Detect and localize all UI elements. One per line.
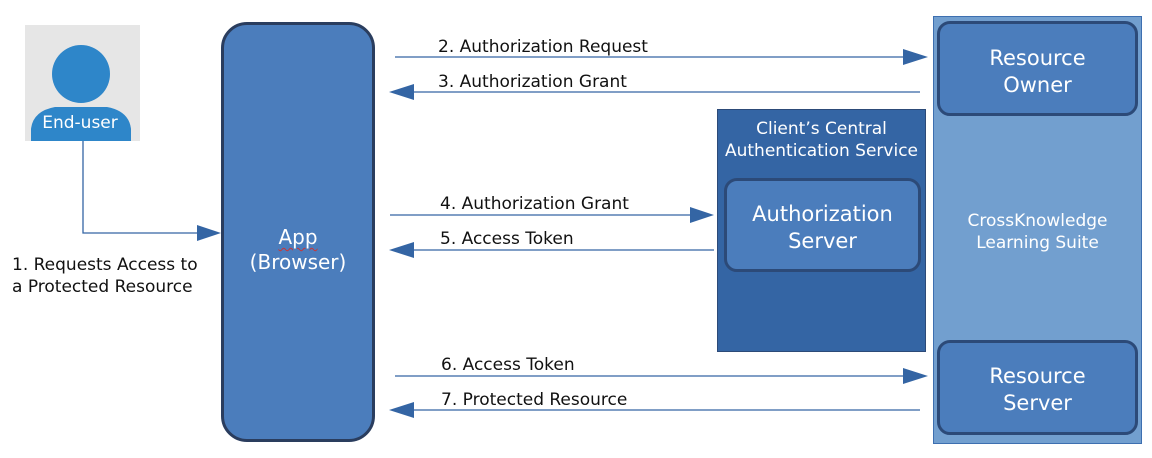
step-1-line2: a Protected Resource [12, 277, 193, 297]
step-2-label: 2. Authorization Request [438, 37, 648, 57]
end-user-actor: End-user [25, 25, 140, 141]
step-1-line1: 1. Requests Access to [12, 255, 198, 275]
resource-owner-line1: Resource [989, 46, 1086, 70]
user-icon [31, 45, 131, 141]
resource-owner-box: Resource Owner [937, 21, 1138, 116]
suite-title-line1: CrossKnowledge [967, 211, 1108, 231]
arrow-step-1 [82, 141, 199, 234]
arrowhead-step-7 [389, 402, 414, 418]
step-5-label: 5. Access Token [440, 229, 574, 249]
arrowhead-step-1 [197, 225, 221, 241]
resource-server-box: Resource Server [937, 340, 1138, 435]
app-subtitle: (Browser) [249, 250, 347, 274]
suite-title-line2: Learning Suite [976, 233, 1099, 253]
app-browser-box: App (Browser) [221, 22, 375, 442]
arrowhead-step-2 [903, 49, 928, 65]
resource-server-line1: Resource [989, 364, 1086, 388]
resource-server-line2: Server [1003, 391, 1072, 415]
authorization-server-line2: Server [788, 229, 857, 253]
resource-owner-line2: Owner [1003, 73, 1072, 97]
step-3-label: 3. Authorization Grant [438, 72, 627, 92]
arrowhead-step-5 [389, 242, 414, 258]
app-title: App [278, 225, 318, 249]
step-4-label: 4. Authorization Grant [440, 194, 629, 214]
central-auth-line1: Client’s Central [756, 119, 887, 139]
step-1-label: 1. Requests Access to a Protected Resour… [12, 254, 198, 298]
arrowhead-step-4 [690, 207, 714, 223]
arrowhead-step-6 [903, 368, 928, 384]
end-user-label: End-user [42, 113, 118, 133]
authorization-server-line1: Authorization [752, 202, 893, 226]
arrowhead-step-3 [389, 84, 414, 100]
authorization-server-box: Authorization Server [724, 178, 921, 272]
step-7-label: 7. Protected Resource [441, 390, 628, 410]
step-6-label: 6. Access Token [441, 355, 575, 375]
central-auth-line2: Authentication Service [724, 141, 919, 161]
